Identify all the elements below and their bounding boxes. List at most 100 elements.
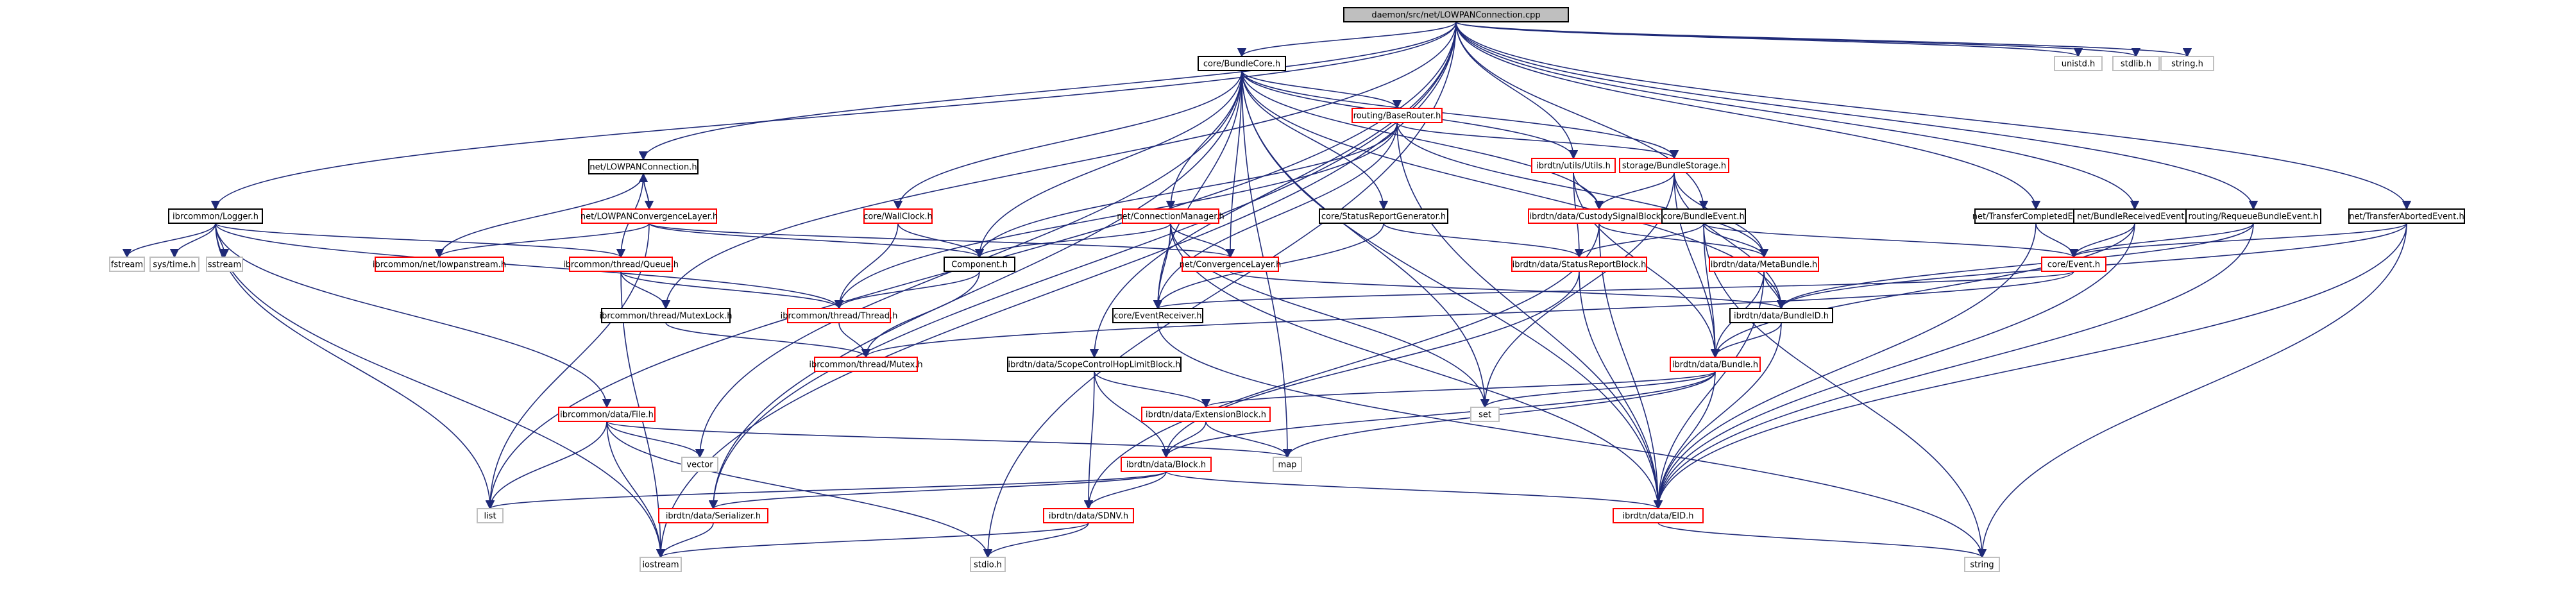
node-block[interactable]: ibrdtn/data/Block.h	[1121, 457, 1212, 472]
node-label-eventreceiver: core/EventReceiver.h	[1114, 312, 1201, 321]
node-box-bundleid	[1729, 308, 1833, 323]
edge-bundle-to-set	[1480, 371, 1716, 409]
node-label-mutex: ibrcommon/thread/Mutex.h	[809, 360, 922, 370]
node-label-stdio: stdio.h	[974, 561, 1002, 570]
node-box-eventreceiver	[1112, 308, 1203, 323]
node-label-bundle: ibrdtn/data/Bundle.h	[1672, 360, 1758, 370]
edge-bundlecore-to-component	[974, 70, 1242, 258]
node-transferaborted[interactable]: net/TransferAbortedEvent.h	[2348, 208, 2465, 224]
node-label-bundleevent: core/BundleEvent.h	[1663, 212, 1744, 222]
edge-transferaborted-to-event	[2069, 223, 2407, 258]
node-file[interactable]: ibrcommon/data/File.h	[558, 407, 656, 422]
node-box-systime	[149, 257, 199, 272]
edge-logger-to-thread	[215, 223, 843, 310]
node-logger[interactable]: ibrcommon/Logger.h	[168, 208, 263, 224]
edge-bundlestorage-to-custodysignal	[1594, 172, 1675, 210]
node-sdnv[interactable]: ibrdtn/data/SDNV.h	[1043, 508, 1134, 523]
edge-file-to-stdio	[606, 421, 993, 559]
edge-root-to-scopecontrol	[1089, 21, 1457, 359]
node-bundle[interactable]: ibrdtn/data/Bundle.h	[1670, 357, 1761, 372]
node-box-root	[1343, 7, 1569, 22]
node-box-thread	[787, 308, 891, 323]
edge-bundlecore-to-baserouter	[1241, 70, 1402, 110]
node-statusreportblock[interactable]: ibrdtn/data/StatusReportBlock.h	[1511, 257, 1647, 272]
node-label-utils: ibrdtn/utils/Utils.h	[1536, 162, 1611, 171]
node-label-block: ibrdtn/data/Block.h	[1126, 461, 1206, 470]
edge-component-to-thread	[834, 271, 980, 310]
node-scopecontrol[interactable]: ibrdtn/data/ScopeControlHopLimitBlock.h	[1007, 357, 1182, 372]
edge-root-to-bundleevent	[1455, 21, 1709, 210]
node-thread[interactable]: ibrcommon/thread/Thread.h	[781, 308, 898, 323]
node-box-metabundle	[1709, 257, 1819, 272]
node-bundlecore[interactable]: core/BundleCore.h	[1198, 56, 1286, 71]
edge-block-to-serializer	[709, 471, 1167, 510]
edge-file-to-list	[485, 421, 607, 510]
node-label-bundleid: ibrdtn/data/BundleID.h	[1734, 312, 1829, 321]
node-statusreportgen[interactable]: core/StatusReportGenerator.h	[1319, 208, 1448, 224]
edge-connmanager-to-eid	[1170, 223, 1663, 510]
node-connmanager[interactable]: net/ConnectionManager.h	[1117, 208, 1224, 224]
node-label-eid: ibrdtn/data/EID.h	[1622, 512, 1693, 521]
node-baserouter[interactable]: routing/BaseRouter.h	[1352, 108, 1443, 123]
node-box-set	[1470, 407, 1500, 422]
nodes-layer: daemon/src/net/LOWPANConnection.cpp core/…	[109, 7, 2465, 572]
edge-thread-to-mutex	[838, 322, 871, 359]
node-stdio: stdio.h	[970, 557, 1006, 572]
node-queue[interactable]: ibrcommon/thread/Queue.h	[563, 257, 679, 272]
node-eid[interactable]: ibrdtn/data/EID.h	[1613, 508, 1704, 523]
node-box-file	[558, 407, 656, 422]
node-bundleevent[interactable]: core/BundleEvent.h	[1661, 208, 1746, 224]
edge-root-to-lowpanconn	[638, 21, 1457, 161]
node-extensionblock[interactable]: ibrdtn/data/ExtensionBlock.h	[1141, 407, 1271, 422]
node-label-vector: vector	[686, 461, 713, 470]
node-label-stringh: string.h	[2171, 60, 2203, 69]
node-stringh: string.h	[2160, 56, 2214, 71]
node-bundlestorage[interactable]: storage/BundleStorage.h	[1619, 158, 1729, 173]
edge-root-to-stdlib	[1455, 21, 2140, 58]
node-label-event: core/Event.h	[2047, 260, 2100, 270]
node-wallclock[interactable]: core/WallClock.h	[863, 208, 933, 224]
node-box-component	[944, 257, 1015, 272]
edge-component-to-mutex	[861, 271, 980, 359]
edge-wallclock-to-thread	[834, 223, 899, 310]
node-root[interactable]: daemon/src/net/LOWPANConnection.cpp	[1343, 7, 1569, 22]
node-box-event	[2041, 257, 2106, 272]
node-convlayer[interactable]: net/ConvergenceLayer.h	[1180, 257, 1282, 272]
node-box-eid	[1613, 508, 1704, 523]
node-box-scopecontrol	[1007, 357, 1182, 372]
edge-root-to-mutexlock	[661, 21, 1457, 310]
edge-bundlecore-to-statusreportgen	[1241, 70, 1389, 210]
node-metabundle[interactable]: ibrdtn/data/MetaBundle.h	[1709, 257, 1819, 272]
node-box-baserouter	[1352, 108, 1443, 123]
node-requeue[interactable]: routing/RequeueBundleEvent.h	[2185, 208, 2321, 224]
node-bundleid[interactable]: ibrdtn/data/BundleID.h	[1729, 308, 1833, 323]
node-utils[interactable]: ibrdtn/utils/Utils.h	[1531, 158, 1616, 173]
edge-scopecontrol-to-block	[1094, 371, 1171, 459]
node-eventreceiver[interactable]: core/EventReceiver.h	[1112, 308, 1203, 323]
edge-baserouter-to-eventreceiver	[1153, 122, 1398, 310]
edge-lowpanconvlayer-to-lowpanconn	[638, 173, 650, 210]
node-custodysignal[interactable]: ibrdtn/data/CustodySignalBlock.h	[1528, 208, 1670, 224]
node-label-sstream: sstream	[208, 260, 241, 270]
edge-block-to-sdnv	[1083, 471, 1167, 510]
node-transfercompleted[interactable]: net/TransferCompletedEvent.h	[1972, 208, 2100, 224]
edge-bundleevent-to-statusreportblock	[1574, 223, 1704, 258]
node-lowpanstream[interactable]: ibrcommon/net/lowpanstream.h	[373, 257, 506, 272]
node-bundlereceived[interactable]: net/BundleReceivedEvent.h	[2073, 208, 2196, 224]
node-event[interactable]: core/Event.h	[2041, 257, 2106, 272]
edge-file-to-vector	[606, 421, 705, 459]
edge-logger-to-systime	[169, 223, 216, 258]
edge-baserouter-to-bundlestorage	[1396, 122, 1679, 160]
node-mutexlock[interactable]: ibrcommon/thread/MutexLock.h	[600, 308, 733, 323]
edge-lowpanconn-to-lowpanstream	[434, 173, 644, 258]
node-serializer[interactable]: ibrdtn/data/Serializer.h	[658, 508, 768, 523]
node-box-fstream	[109, 257, 145, 272]
node-mutex[interactable]: ibrcommon/thread/Mutex.h	[809, 357, 923, 372]
node-lowpanconvlayer[interactable]: net/LOWPANConvergenceLayer.h	[580, 208, 718, 224]
node-box-lowpanconn	[588, 159, 699, 174]
node-label-wallclock: core/WallClock.h	[863, 212, 932, 222]
edge-scopecontrol-to-sdnv	[1083, 371, 1095, 510]
node-lowpanconn[interactable]: net/LOWPANConnection.h	[588, 159, 699, 174]
edge-bundlecore-to-eventreceiver	[1153, 70, 1242, 310]
node-component[interactable]: Component.h	[944, 257, 1015, 272]
